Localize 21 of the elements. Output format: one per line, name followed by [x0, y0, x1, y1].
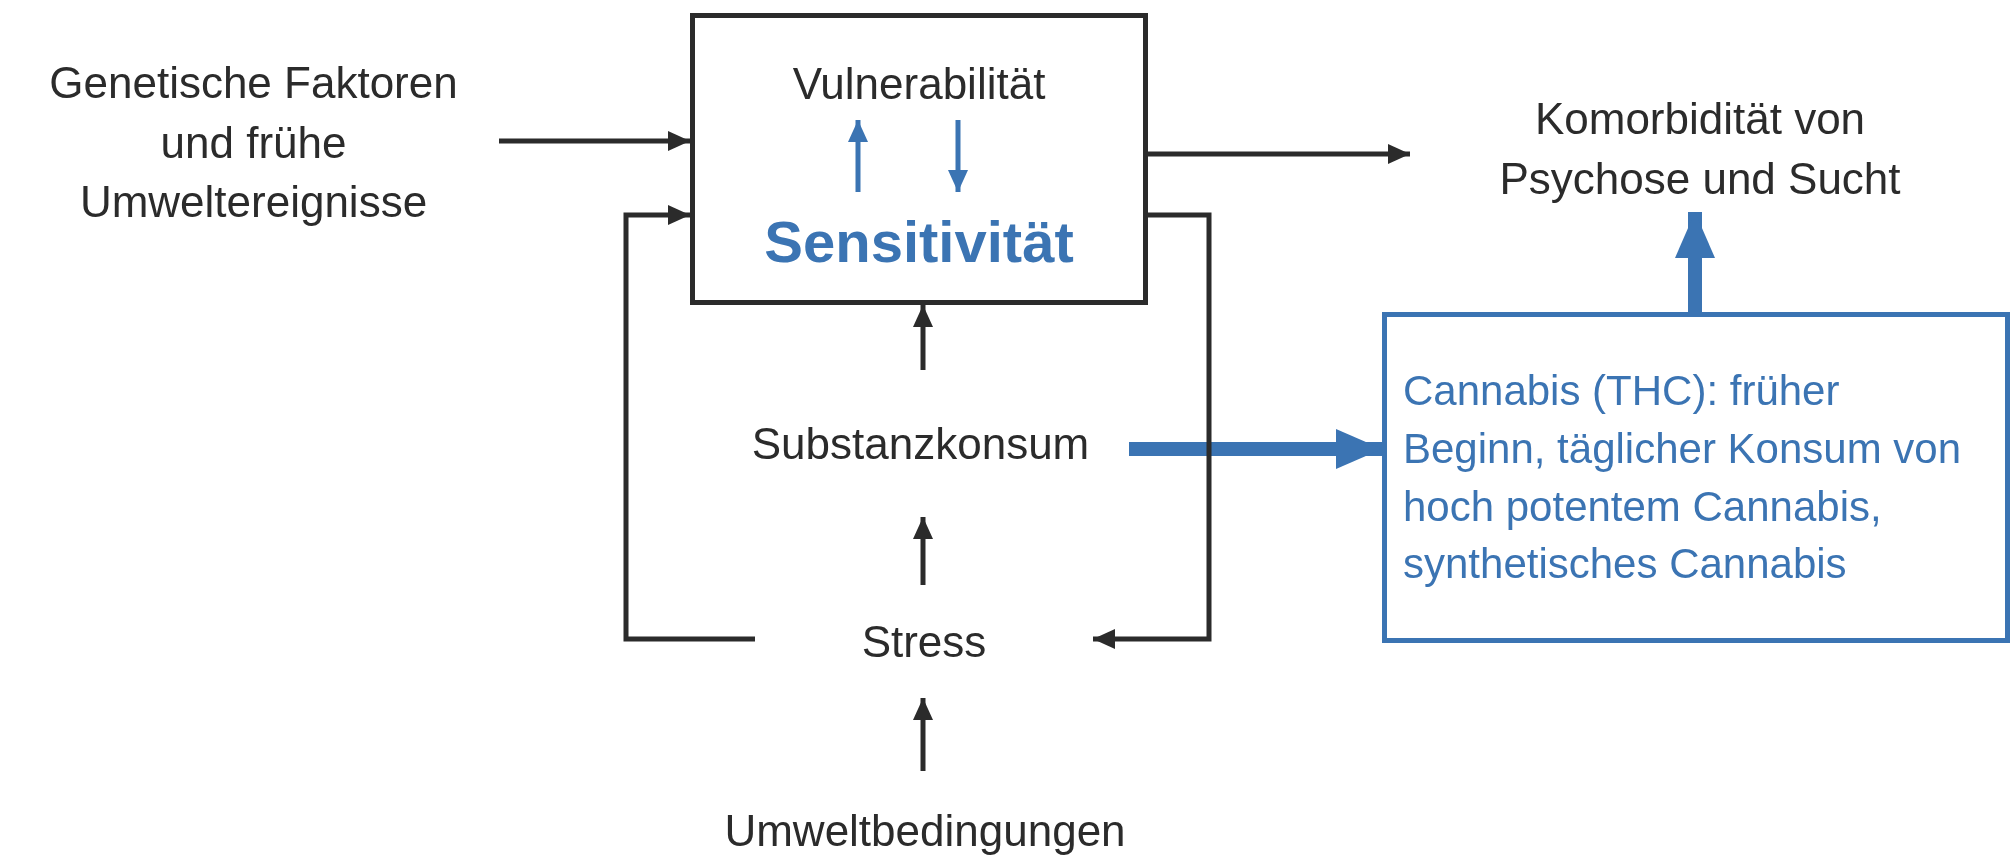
- arrow: [913, 305, 933, 370]
- node-label: Genetische Faktoren und frühe Umweltereignisse: [48, 57, 459, 229]
- arrow: [913, 517, 933, 585]
- arrow: [1129, 429, 1382, 469]
- arrow: [1675, 212, 1715, 312]
- info-box: [1382, 312, 2010, 643]
- node-label: Substanzkonsum: [751, 417, 1090, 470]
- node-label: Vulnerabilität: [792, 58, 1046, 111]
- process-box: [690, 13, 1148, 305]
- node-label: Cannabis (THC): früher Beginn, täglicher Konsum von hoch potentem Cannabis, synthetisches Cannabis: [1403, 365, 1962, 590]
- arrow: [623, 205, 755, 642]
- arrow: [1093, 212, 1212, 649]
- arrow: [913, 698, 933, 771]
- arrow: [1148, 144, 1410, 164]
- highlighted-label: Sensitivität: [764, 208, 1074, 277]
- node-label: Stress: [861, 615, 987, 668]
- arrow: [499, 131, 690, 151]
- arrow: [848, 120, 868, 192]
- arrow: [948, 120, 968, 192]
- node-label: Komorbidität von Psychose und Sucht: [1498, 93, 1902, 205]
- node-label: Umweltbedingungen: [724, 804, 1126, 857]
